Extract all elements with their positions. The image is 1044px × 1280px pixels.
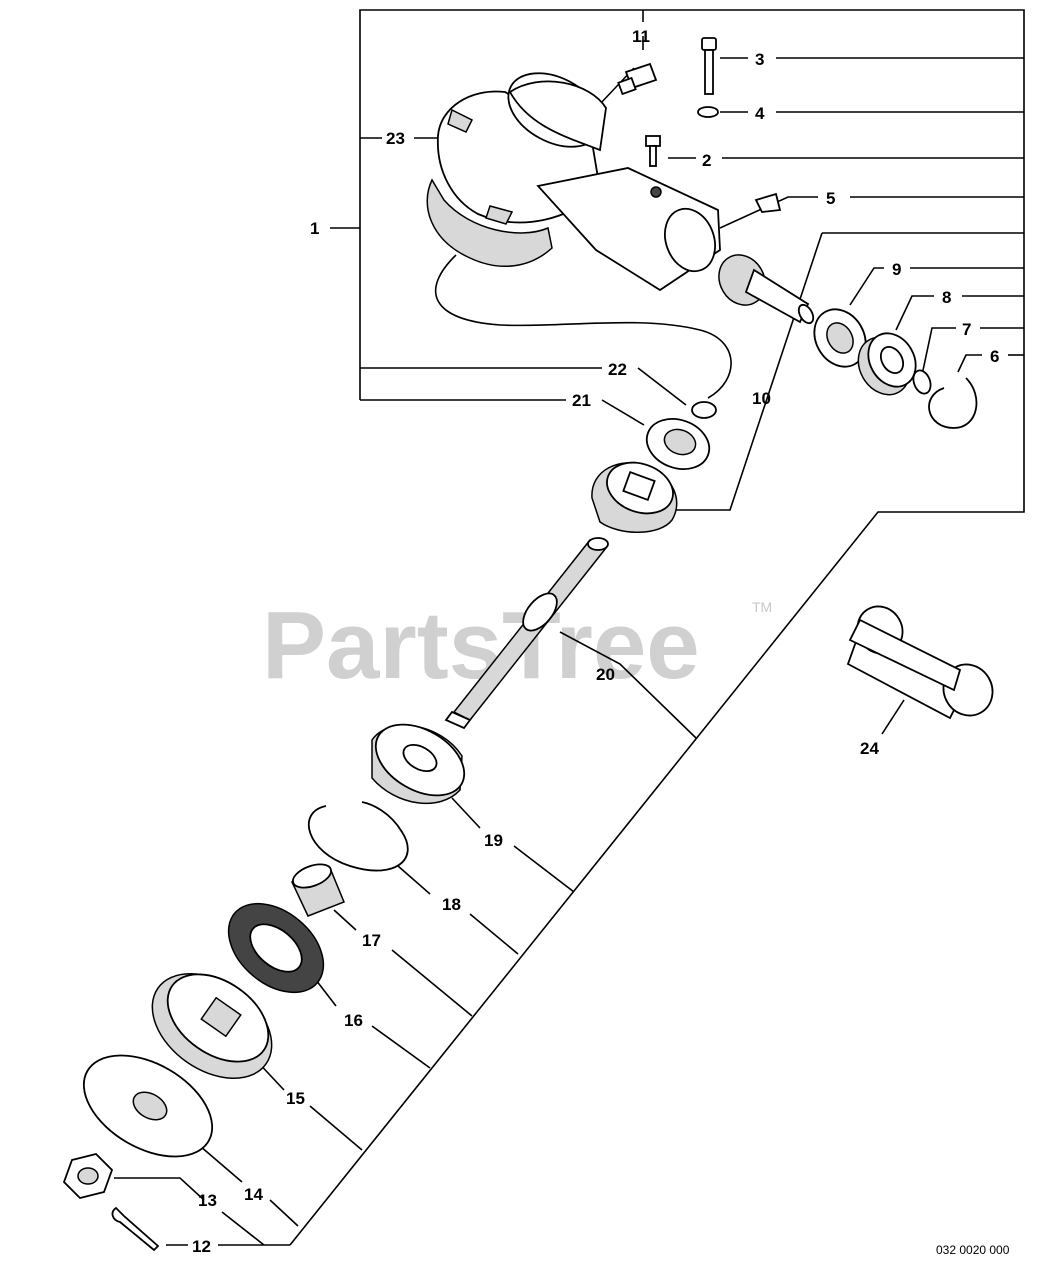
callout-20: 20 [596, 665, 615, 684]
callout-10: 10 [752, 389, 771, 408]
callout-6: 6 [990, 347, 999, 366]
housing-link-line [434, 254, 732, 399]
callout-13: 13 [198, 1191, 217, 1210]
cotter-pin-12 [111, 1206, 160, 1252]
callout-2: 2 [702, 151, 711, 170]
callout-15: 15 [286, 1089, 305, 1108]
cup-15 [151, 972, 273, 1080]
callout-11: 11 [632, 27, 650, 46]
callout-17: 17 [362, 931, 381, 950]
bearing-8 [857, 332, 917, 396]
output-shaft [444, 537, 609, 730]
circlip-18 [307, 801, 409, 872]
bearing-21 [645, 418, 711, 470]
callout-12: 12 [192, 1237, 211, 1256]
washer-22 [691, 401, 717, 419]
callout-21: 21 [572, 391, 591, 410]
lower-leader-lines [114, 631, 905, 1246]
callout-labels: 1 2 3 4 5 6 7 8 9 10 11 12 13 14 15 16 1… [192, 27, 999, 1256]
callout-9: 9 [892, 260, 901, 279]
plate-5 [754, 192, 782, 213]
watermark-trademark: TM [752, 599, 772, 615]
castle-nut-13 [62, 1153, 114, 1199]
callout-14: 14 [244, 1185, 263, 1204]
screw-2 [645, 135, 661, 167]
bevel-gear [591, 461, 678, 533]
callout-23: 23 [386, 129, 405, 148]
callout-16: 16 [344, 1011, 363, 1030]
callout-22: 22 [608, 360, 627, 379]
callout-3: 3 [755, 50, 764, 69]
right-leader-lines [599, 36, 1024, 511]
assembly-bracket-lines [289, 9, 1025, 1246]
collar-17 [290, 863, 345, 917]
snap-ring-7 [912, 369, 932, 395]
washer-4 [697, 106, 719, 118]
callout-18: 18 [442, 895, 461, 914]
oil-seal-16 [227, 902, 325, 994]
callout-4: 4 [755, 104, 765, 123]
bolt-3 [701, 37, 717, 95]
callout-24: 24 [860, 739, 879, 758]
bearing-19 [371, 723, 466, 804]
ball-bearing-9 [813, 308, 867, 368]
diagram-code: 032 0020 000 [936, 1243, 1010, 1257]
pinion-gear [718, 254, 815, 325]
callout-7: 7 [962, 320, 971, 339]
callout-19: 19 [484, 831, 503, 850]
sleeve-24 [846, 605, 994, 720]
holder-14 [82, 1054, 214, 1158]
snap-ring-6 [928, 377, 978, 429]
callout-8: 8 [942, 288, 951, 307]
callout-1: 1 [310, 219, 319, 238]
bolt-11 [617, 62, 658, 96]
callout-5: 5 [826, 189, 835, 208]
gear-case-housing [426, 72, 721, 292]
